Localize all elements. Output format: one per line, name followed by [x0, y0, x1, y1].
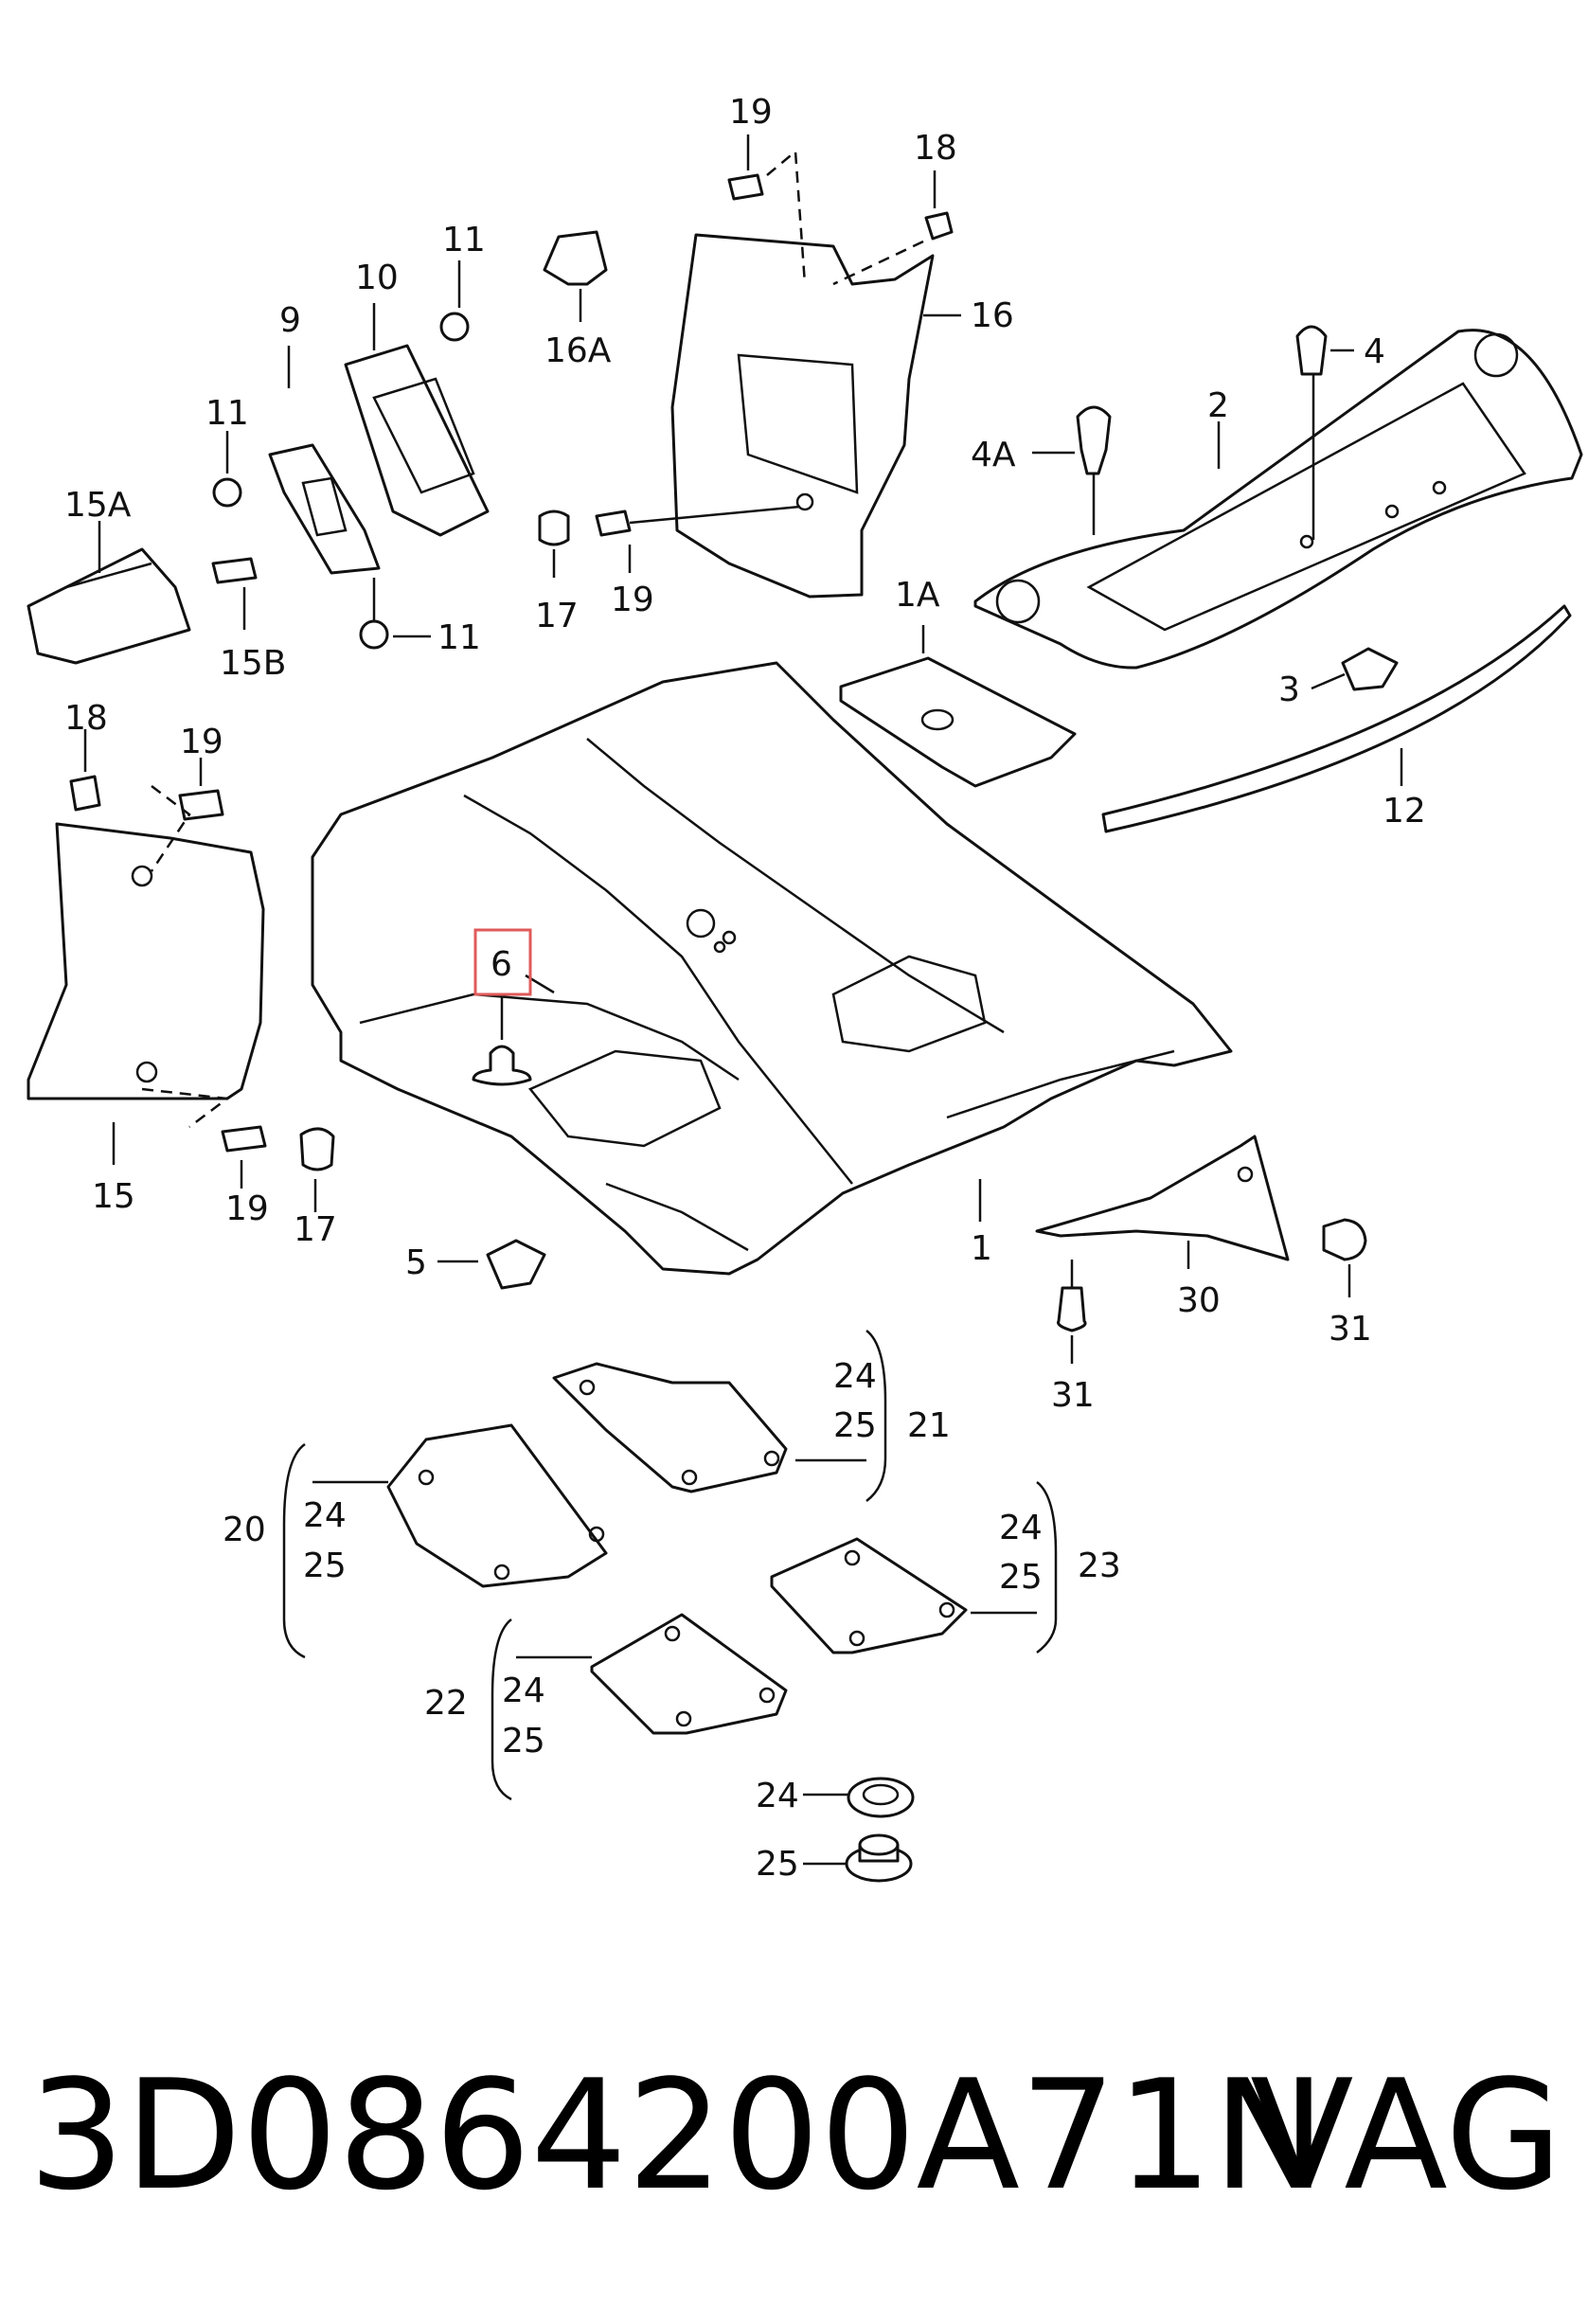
bracket-part-15A: [27, 547, 191, 665]
bolt-part-18-top: [924, 211, 954, 241]
label-2: 2: [1207, 386, 1229, 425]
liner-part-30: [1035, 1135, 1290, 1261]
mat-part-22: [590, 1613, 788, 1735]
grommet-part-24: [847, 1777, 915, 1818]
screw-part-19-left: [178, 789, 224, 821]
label-22: 22: [424, 1684, 468, 1723]
label-21: 21: [907, 1406, 951, 1445]
label-24-mat23: 24: [999, 1509, 1043, 1547]
fastener-part-4: [1295, 325, 1328, 376]
label-23: 23: [1078, 1546, 1121, 1585]
label-25-grommet: 25: [756, 1845, 799, 1884]
label-15A: 15A: [64, 486, 132, 525]
label-9: 9: [279, 301, 301, 340]
nut-part-11-bottom: [359, 619, 389, 650]
cap-part-17-bottom: [299, 1127, 335, 1171]
pillar-trim-part-16: [670, 233, 935, 599]
clip-part-3: [1341, 647, 1399, 691]
label-17-bottom: 17: [294, 1210, 337, 1249]
label-1: 1: [971, 1229, 992, 1268]
pillar-trim-part-15: [27, 822, 265, 1100]
vendor-name: VAG: [1250, 2047, 1562, 2224]
label-19-left: 19: [180, 723, 223, 761]
clip-part-16A: [543, 230, 608, 286]
rivet-part-31-right: [1322, 1218, 1367, 1261]
clip-part-6: [472, 1045, 532, 1086]
screw-part-19-bottom: [221, 1125, 267, 1153]
label-25-mat23: 25: [999, 1558, 1043, 1597]
label-1A: 1A: [895, 576, 940, 615]
rivet-part-31-left: [1057, 1286, 1087, 1332]
label-16A: 16A: [544, 331, 612, 370]
nut-part-11-left: [212, 477, 242, 508]
cap-part-17-top: [538, 509, 570, 546]
screw-part-19-top: [727, 173, 764, 201]
footer-caption: 3D0864200A71N VAG: [28, 2041, 1562, 2230]
label-25-mat22: 25: [502, 1722, 545, 1761]
label-18-left: 18: [64, 699, 108, 738]
screw-part-15B: [211, 557, 258, 584]
label-25-mat20: 25: [303, 1546, 347, 1585]
mat-part-23: [770, 1537, 968, 1654]
mat-part-20: [386, 1423, 608, 1588]
strip-part-12: [1101, 604, 1572, 833]
bolt-part-18-left: [69, 775, 101, 812]
label-12: 12: [1383, 792, 1426, 831]
clip-part-5: [486, 1239, 546, 1290]
parcel-shelf-part: [973, 329, 1583, 670]
fastener-part-4A: [1076, 405, 1112, 475]
mat-part-21: [552, 1362, 788, 1493]
label-17-top: 17: [535, 597, 579, 635]
screw-part-19-mid: [595, 509, 632, 537]
label-19-mid: 19: [611, 581, 654, 619]
label-11-left: 11: [205, 394, 249, 433]
floor-carpet-part: [311, 661, 1233, 1276]
mat-part-1A: [839, 656, 1077, 788]
part-number: 3D0864200A71N: [28, 2047, 1327, 2224]
label-4A: 4A: [971, 436, 1016, 474]
label-15: 15: [92, 1177, 135, 1216]
label-11-top: 11: [442, 221, 486, 259]
label-25-mat21: 25: [833, 1406, 877, 1445]
label-20: 20: [223, 1511, 266, 1549]
label-24-mat20: 24: [303, 1496, 347, 1535]
panel-part-10: [344, 344, 490, 537]
label-24-grommet: 24: [756, 1777, 799, 1815]
parts-diagram: 1 6 1A 2 12 3 4 4A: [27, 93, 1583, 1884]
label-10: 10: [355, 259, 399, 297]
label-19-top: 19: [729, 93, 773, 132]
label-16: 16: [971, 296, 1014, 335]
label-4: 4: [1364, 332, 1385, 371]
label-3: 3: [1278, 670, 1300, 709]
grommet-part-25: [845, 1833, 913, 1883]
label-15B: 15B: [220, 644, 287, 683]
label-18-top: 18: [914, 129, 957, 168]
label-24-mat21: 24: [833, 1357, 877, 1396]
label-19-bottom: 19: [225, 1189, 269, 1228]
nut-part-11-top: [439, 312, 470, 342]
label-11-bottom: 11: [437, 618, 481, 657]
highlight-box: [473, 928, 532, 996]
label-5: 5: [405, 1243, 427, 1282]
bracket-part-9: [268, 443, 381, 575]
label-6: 6: [491, 945, 512, 984]
label-24-mat22: 24: [502, 1671, 545, 1710]
label-31-right: 31: [1329, 1310, 1372, 1349]
label-30: 30: [1177, 1281, 1221, 1320]
label-31-left: 31: [1051, 1376, 1095, 1415]
